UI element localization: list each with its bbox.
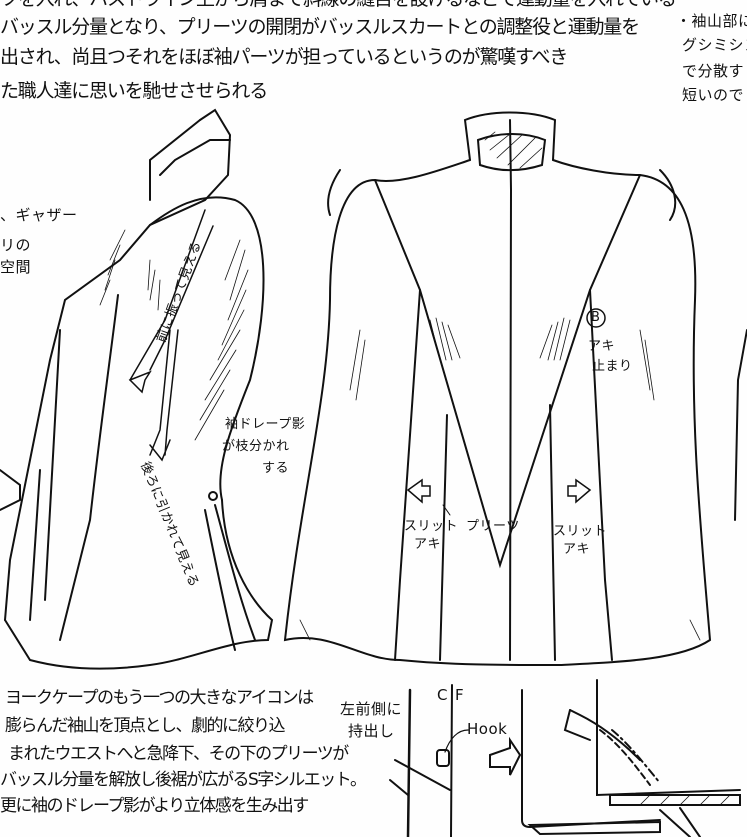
opening-stop-line: 止まり bbox=[592, 359, 633, 374]
top-text-line: バッスル分量となり、プリーツの開閉がバッスルスカートとの調整役と運動量を bbox=[0, 16, 640, 38]
extension-label-line: 左前側に bbox=[340, 700, 403, 718]
slit-left-label: アキ bbox=[414, 537, 442, 552]
drape-note-line: する bbox=[262, 461, 290, 476]
center-front-f: F bbox=[455, 686, 465, 704]
bottom-text-line: 膨らんだ袖山を頂点とし、劇的に絞り込 bbox=[5, 716, 286, 736]
slit-left-label: スリット bbox=[404, 519, 459, 534]
bottom-text-line: 更に袖のドレープ影がより立体感を生み出す bbox=[0, 796, 309, 816]
pleats-label: プリーツ bbox=[466, 519, 520, 534]
opening-stop-line: アキ bbox=[588, 339, 616, 354]
extension-label-line: 持出し bbox=[348, 722, 395, 740]
bottom-text-line: ヨークケープのもう一つの大きなアイコンは bbox=[5, 688, 314, 708]
next-figure-edge bbox=[734, 329, 747, 521]
closure-detail-diagram bbox=[389, 679, 741, 837]
right-note-line: グシミシン bbox=[682, 36, 747, 54]
side-view-jacket bbox=[0, 108, 274, 670]
right-note-line: ・袖山部に bbox=[676, 12, 747, 30]
bottom-text-line: まれたウエストへと急降下、その下のプリーツが bbox=[8, 744, 349, 764]
center-front-c: C bbox=[437, 686, 448, 704]
left-note-line: リの bbox=[0, 236, 32, 254]
right-note-line: 短いので bbox=[682, 86, 745, 104]
top-text-line: た職人達に思いを馳せさせられる bbox=[0, 80, 268, 102]
bottom-text-line: バッスル分量を解放し後裾が広がるS字シルエット。 bbox=[0, 770, 367, 790]
left-note-line: 空間 bbox=[0, 258, 32, 276]
hook-label: Hook bbox=[467, 720, 508, 738]
left-note-line: 、ギャザー bbox=[0, 206, 78, 224]
slit-right-label: アキ bbox=[563, 542, 591, 557]
drape-note-line: 袖ドレープ影 bbox=[225, 417, 306, 432]
top-text-line: ツを入れ、バストライン上から肩まで斜線の縫目を設けるなどで運動量を入れている bbox=[0, 0, 677, 9]
drape-note-line: が枝分かれ bbox=[222, 439, 290, 454]
front-view-jacket bbox=[283, 111, 712, 667]
slit-right-label: スリット bbox=[553, 524, 608, 539]
right-note-line: で分散す bbox=[682, 62, 745, 80]
top-text-line: 出され、尚且つそれをほぼ袖パーツが担っているというのが驚嘆すべき bbox=[0, 46, 568, 68]
marker-b: B bbox=[591, 310, 601, 325]
